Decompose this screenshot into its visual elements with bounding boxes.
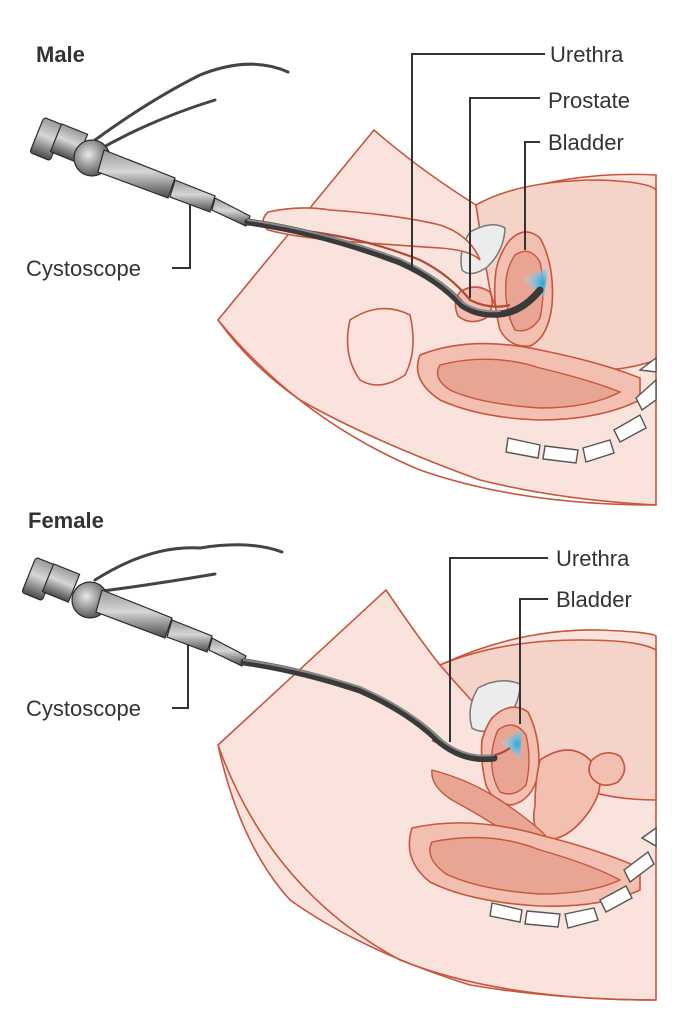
female-scope-sheath [240, 658, 498, 763]
female-label-bladder: Bladder [556, 587, 632, 612]
male-leaders [172, 53, 545, 298]
female-leaders [172, 557, 548, 742]
male-label-cystoscope: Cystoscope [26, 256, 141, 281]
male-cystoscope [29, 62, 544, 318]
male-scope-sheath [244, 218, 544, 318]
female-title: Female [28, 508, 104, 533]
female-label-cystoscope: Cystoscope [26, 696, 141, 721]
male-urethra-path [269, 226, 511, 308]
female-cystoscope [21, 543, 498, 763]
female-scope-light [500, 730, 522, 758]
male-spine [505, 356, 657, 464]
male-panel: Male [26, 42, 657, 506]
female-spine [489, 826, 657, 929]
male-label-bladder: Bladder [548, 130, 624, 155]
female-pelvis [408, 639, 657, 929]
male-label-urethra: Urethra [550, 42, 624, 67]
male-title: Male [36, 42, 85, 67]
male-scrotum [346, 307, 414, 386]
female-ovary [588, 752, 626, 786]
female-panel: Female [21, 508, 657, 1001]
male-penis [262, 207, 481, 261]
male-label-prostate: Prostate [548, 88, 630, 113]
male-pubic-bone [460, 224, 506, 275]
female-uterus [532, 749, 601, 841]
female-label-urethra: Urethra [556, 546, 630, 571]
